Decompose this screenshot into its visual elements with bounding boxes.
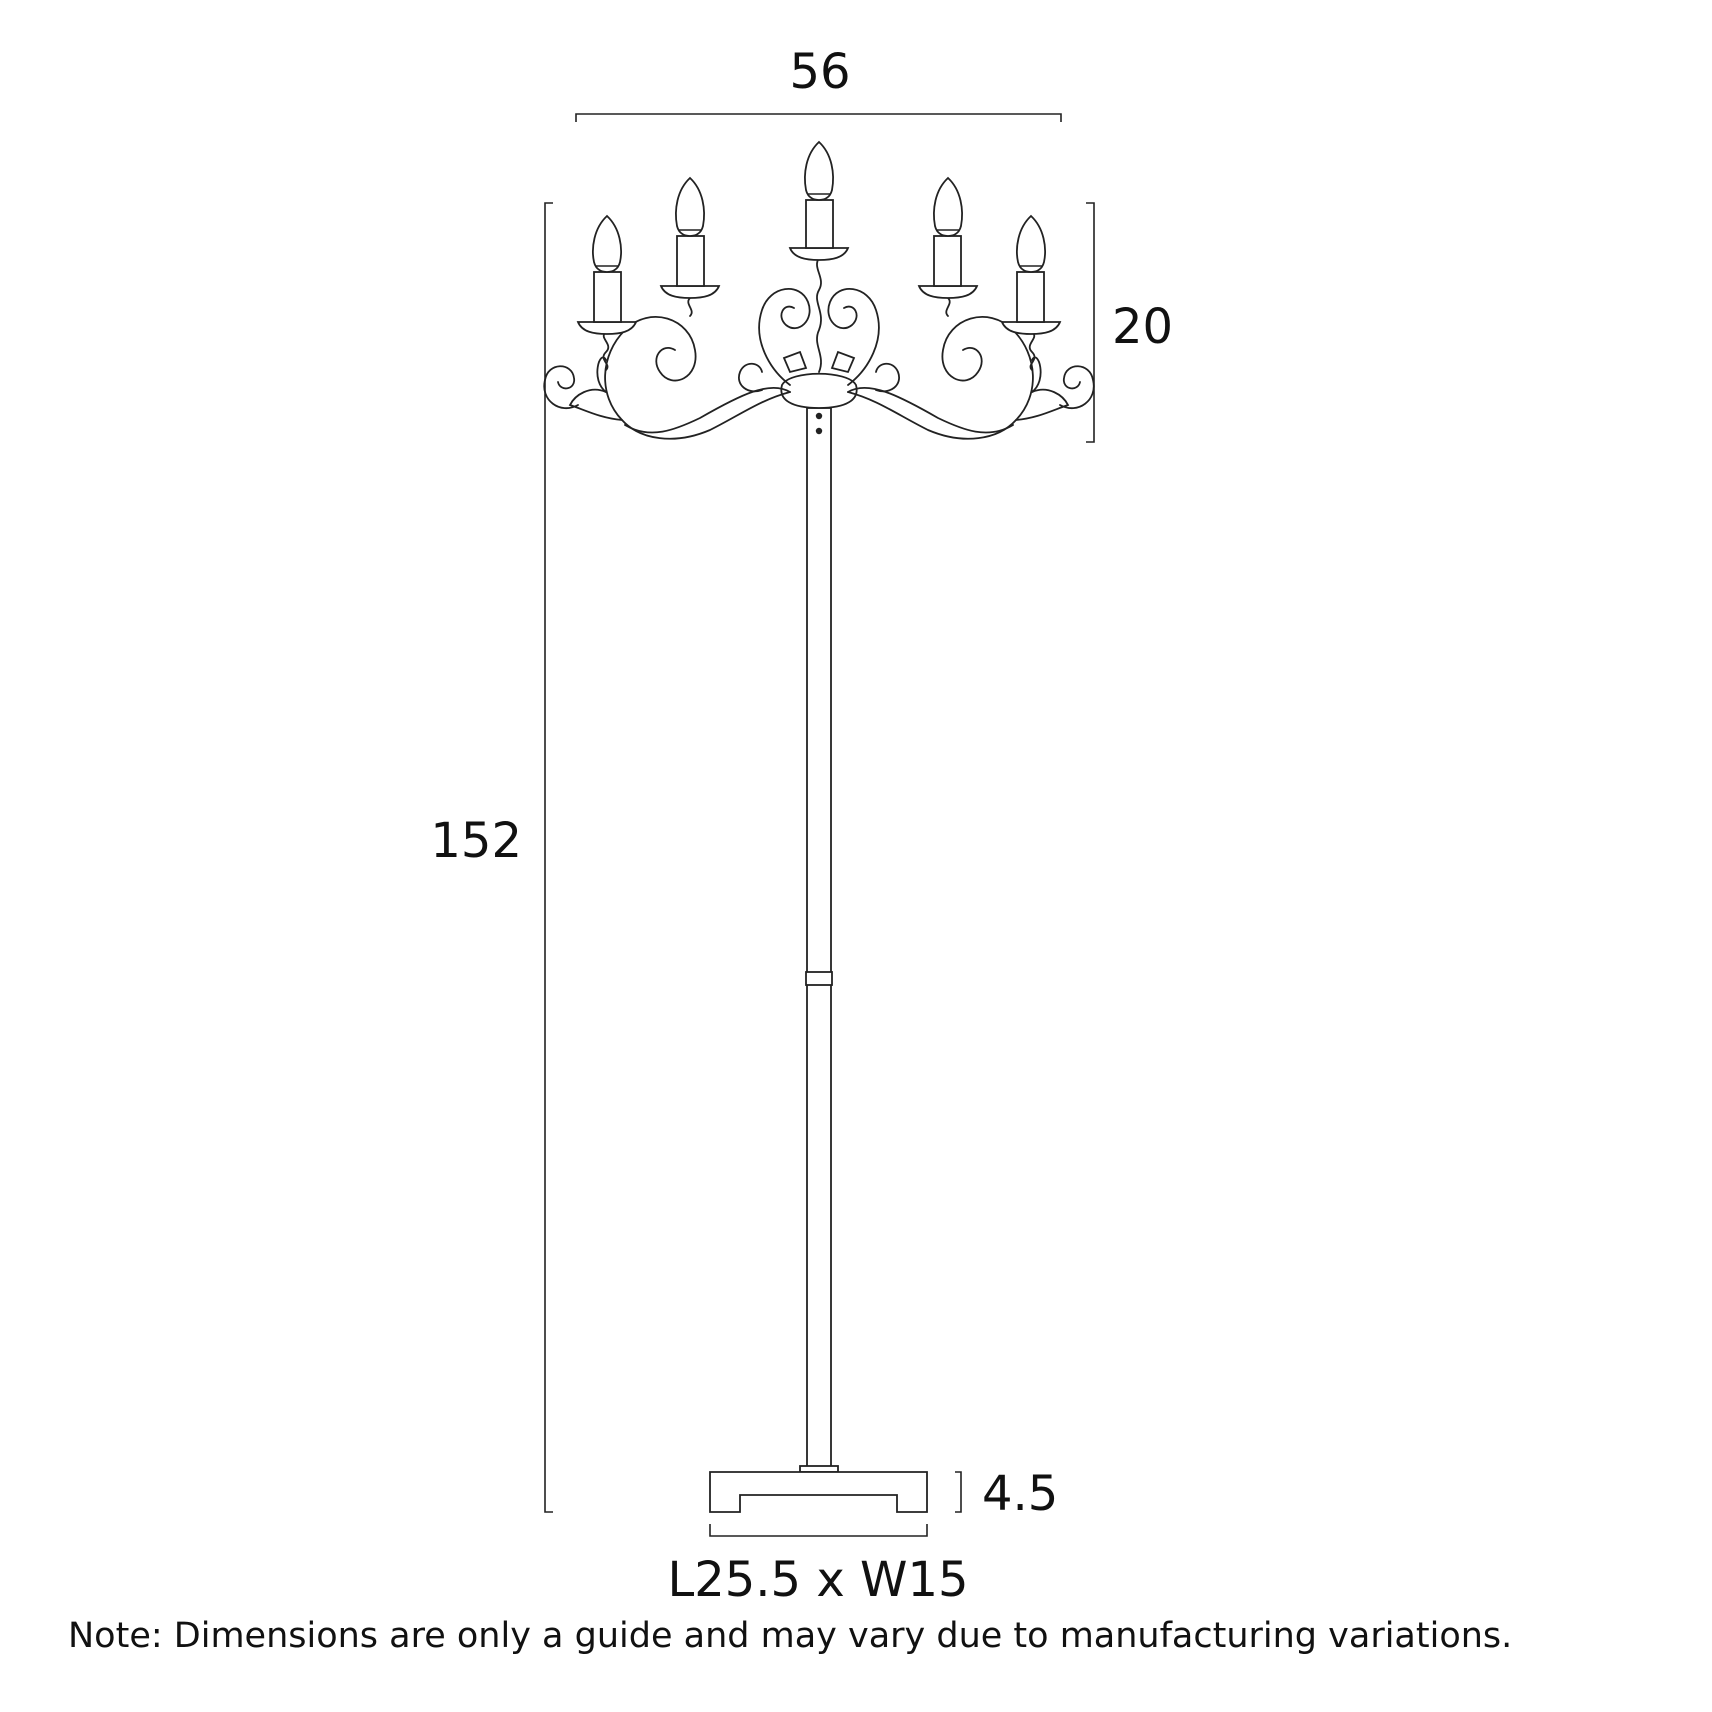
drip-pan — [576, 321, 638, 335]
drip-pan — [1000, 321, 1062, 335]
total-height-dimension: 152 — [430, 202, 553, 1513]
drip-pan — [788, 247, 850, 261]
base-height-dimension-line — [955, 1471, 962, 1513]
candle-bulb-icon — [675, 176, 705, 237]
drip-pan — [917, 285, 979, 299]
base-footprint-dimension-line — [709, 1524, 928, 1537]
candle-bulb-icon — [592, 214, 622, 273]
candle-holder-1 — [576, 214, 638, 335]
arm-height-label: 20 — [1112, 299, 1173, 355]
candle-bulb-icon — [1016, 214, 1046, 273]
lamp-base — [709, 1471, 928, 1513]
candle-holder-3 — [788, 140, 850, 261]
pole-screw — [815, 412, 823, 420]
candle-bulb-icon — [804, 140, 834, 201]
candle-sleeve — [593, 271, 622, 323]
candle-sleeve — [805, 199, 834, 249]
total-height-label: 152 — [430, 813, 522, 869]
total-height-dimension-line — [544, 202, 553, 1513]
drip-pan — [659, 285, 721, 299]
width-dimension: 56 — [575, 44, 1062, 122]
candle-holder-5 — [1000, 214, 1062, 335]
candle-holder-4 — [917, 176, 979, 299]
width-label: 56 — [789, 44, 850, 100]
arm-height-dimension: 20 — [1086, 202, 1173, 443]
arm-height-dimension-line — [1086, 202, 1095, 443]
base-height-label: 4.5 — [982, 1466, 1058, 1522]
ornament-diamond — [782, 350, 808, 374]
base-footprint-label: L25.5 x W15 — [667, 1552, 968, 1608]
candle-sleeve — [933, 235, 962, 287]
pole-joint — [805, 971, 833, 986]
base-footprint-dimension: L25.5 x W15 — [667, 1524, 969, 1608]
lamp-illustration — [543, 140, 1095, 1513]
scroll-arms — [543, 257, 1095, 440]
lamp-pole — [799, 407, 839, 1473]
candle-sleeve — [676, 235, 705, 287]
arm-hub — [780, 372, 858, 409]
ornament-diamond — [830, 350, 856, 374]
candle-sleeve — [1016, 271, 1045, 323]
width-dimension-line — [575, 113, 1062, 122]
candle-holder-2 — [659, 176, 721, 299]
base-height-dimension: 4.5 — [955, 1466, 1058, 1522]
candle-bulb-icon — [933, 176, 963, 237]
dimension-note: Note: Dimensions are only a guide and ma… — [68, 1616, 1513, 1656]
pole-screw — [815, 427, 823, 435]
